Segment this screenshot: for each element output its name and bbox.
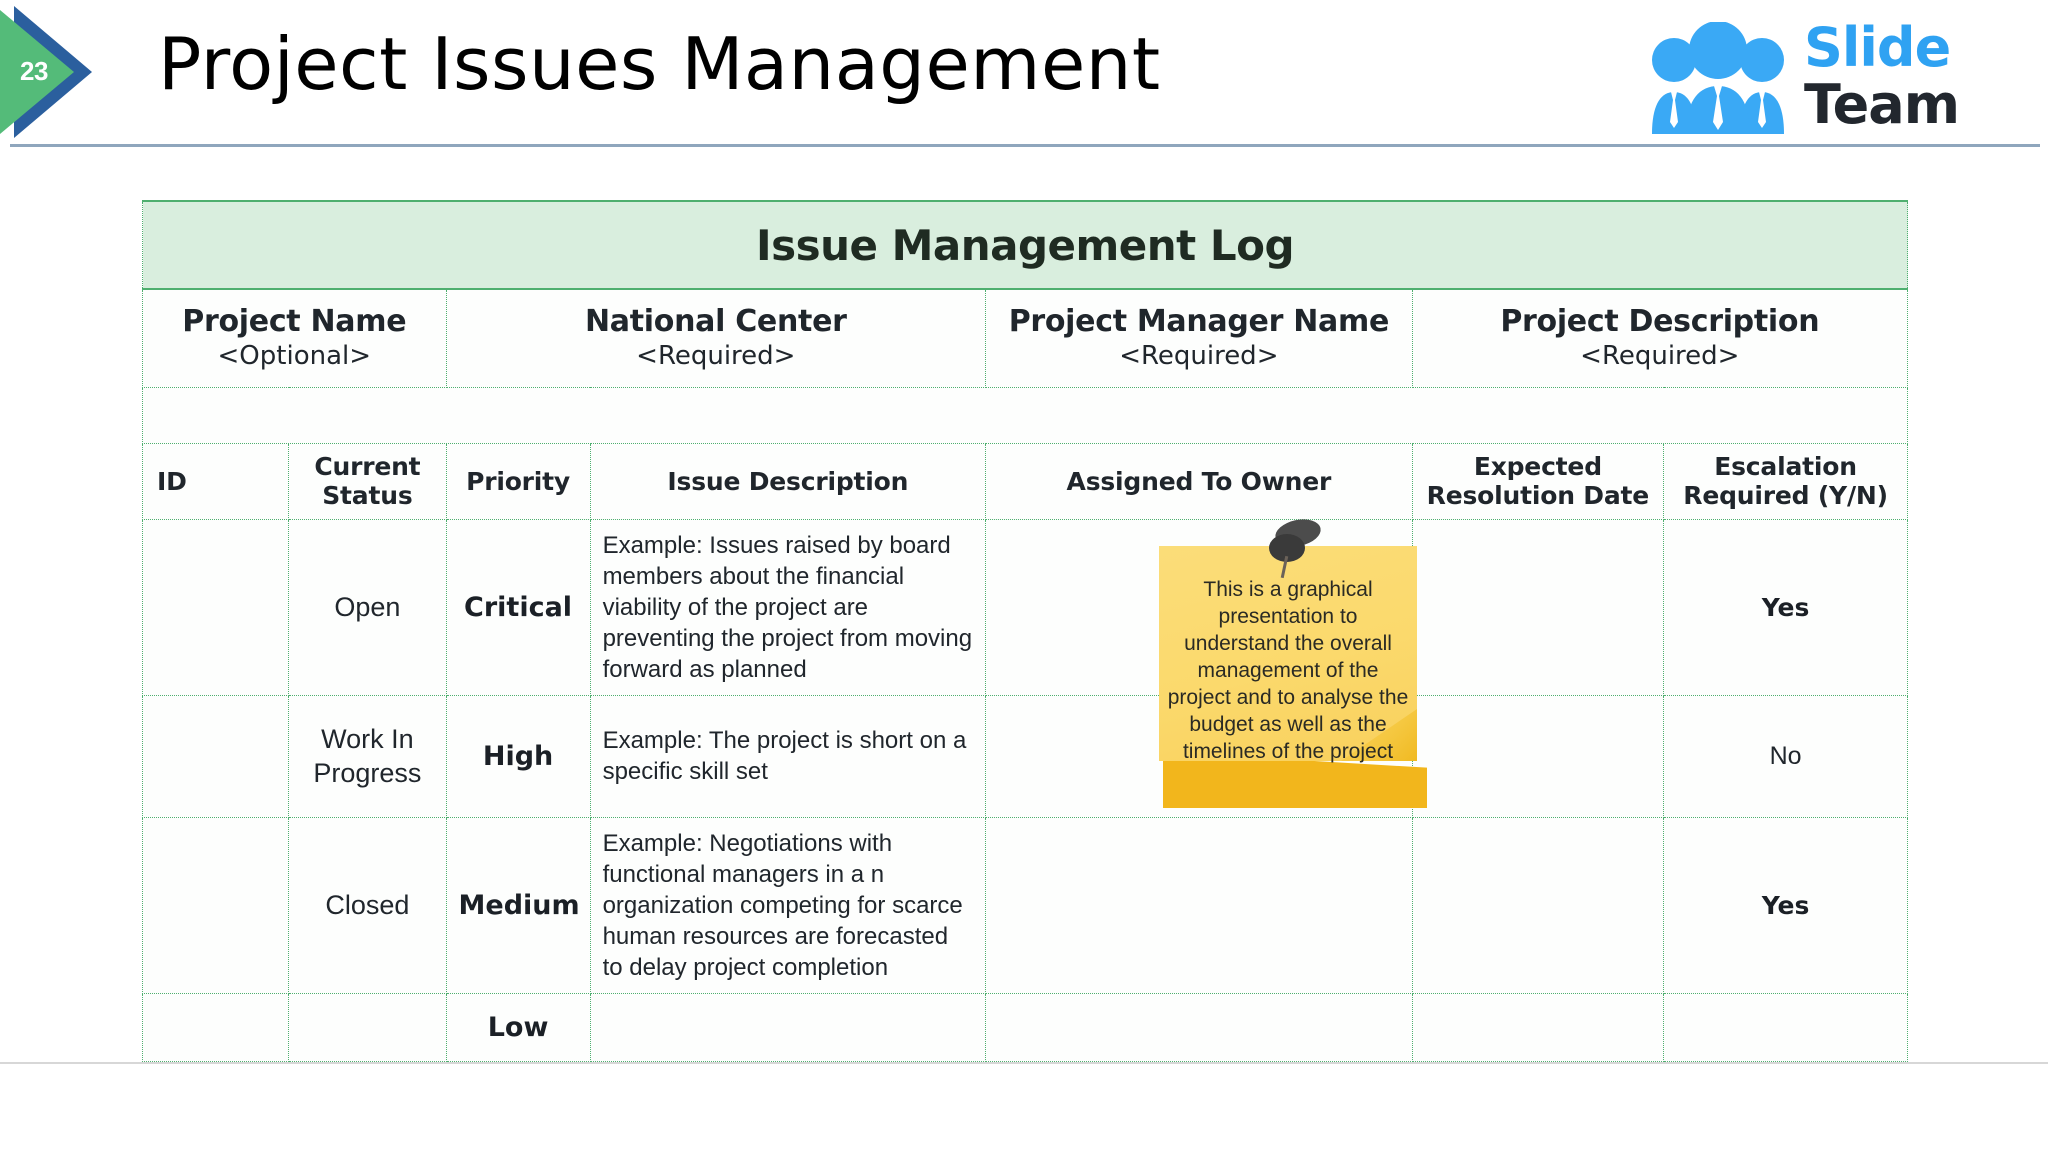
column-header-current-status: Current Status — [288, 442, 447, 520]
footer-divider — [0, 1062, 2048, 1064]
column-header-description-line1: Issue Description — [667, 466, 909, 496]
column-header-status-line1: Current — [314, 452, 421, 481]
row-0-status-line1: Open — [334, 592, 401, 622]
header-divider — [10, 144, 2040, 147]
table-row[interactable]: Closed Medium Example: Negotiations with… — [141, 816, 1908, 994]
row-1-description[interactable]: Example: The project is short on a speci… — [589, 694, 987, 818]
row-2-escalation-value: Yes — [1761, 890, 1810, 920]
row-2-description-text: Example: Negotiations with functional ma… — [602, 829, 963, 981]
meta-sub-2: <Required> — [1119, 341, 1279, 372]
slideteam-logo: Slide Team — [1638, 14, 2038, 136]
meta-national-center: National Center <Required> — [445, 288, 987, 388]
issue-management-log-table: Issue Management Log Project Name <Optio… — [141, 200, 1909, 1062]
project-meta-row: Project Name <Optional> National Center … — [142, 288, 1909, 388]
row-2-status[interactable]: Closed — [288, 816, 447, 994]
meta-project-manager-name: Project Manager Name <Required> — [985, 288, 1413, 388]
row-2-owner[interactable] — [985, 816, 1413, 994]
page-title: Project Issues Management — [158, 22, 1161, 106]
slide-number-badge: 23 — [0, 6, 120, 138]
row-3-description[interactable] — [589, 992, 987, 1062]
table-header-row: ID Current Status Priority Issue Descrip… — [141, 442, 1908, 520]
meta-title-2: Project Manager Name — [1008, 304, 1390, 340]
row-0-description[interactable]: Example: Issues raised by board members … — [589, 518, 987, 696]
column-header-date-line1: Expected — [1473, 452, 1602, 481]
row-0-id[interactable] — [141, 518, 290, 696]
column-header-id: ID — [141, 442, 290, 520]
row-1-priority-value: High — [482, 740, 554, 772]
row-1-status-line2: Progress — [313, 758, 422, 788]
meta-sub-3: <Required> — [1580, 341, 1740, 372]
row-1-owner[interactable] — [985, 694, 1413, 818]
meta-project-description: Project Description <Required> — [1411, 288, 1909, 388]
column-header-escalation-required: Escalation Required (Y/N) — [1663, 442, 1908, 520]
column-header-escalation-line1: Escalation — [1714, 452, 1857, 481]
meta-sub-0: <Optional> — [217, 341, 372, 372]
row-1-escalation[interactable]: No — [1663, 694, 1908, 818]
row-1-expected-date[interactable] — [1411, 694, 1665, 818]
row-0-priority[interactable]: Critical — [445, 518, 591, 696]
row-3-expected-date[interactable] — [1411, 992, 1665, 1062]
banner-cell: Issue Management Log — [142, 200, 1908, 290]
row-1-escalation-value: No — [1769, 741, 1802, 770]
meta-title-0: Project Name — [182, 304, 407, 340]
table-banner-row: Issue Management Log — [142, 200, 1908, 290]
row-1-status-line1: Work In — [321, 724, 414, 754]
table-spacer-row — [142, 386, 1908, 444]
slide-number: 23 — [20, 56, 48, 86]
row-3-id[interactable] — [141, 992, 290, 1062]
row-3-priority-value: Low — [487, 1011, 549, 1043]
column-header-status-line2: Status — [322, 481, 413, 510]
row-1-id[interactable] — [141, 694, 290, 818]
slide-header: 23 Project Issues Management Slide Team — [0, 0, 2048, 152]
row-1-priority[interactable]: High — [445, 694, 591, 818]
row-2-priority-value: Medium — [458, 889, 580, 921]
row-0-owner[interactable] — [985, 518, 1413, 696]
row-1-status[interactable]: Work In Progress — [288, 694, 447, 818]
column-header-id-line1: ID — [157, 466, 187, 496]
table-row[interactable]: Open Critical Example: Issues raised by … — [141, 518, 1908, 696]
row-3-status[interactable] — [288, 992, 447, 1062]
row-0-description-text: Example: Issues raised by board members … — [602, 531, 973, 683]
meta-title-3: Project Description — [1500, 304, 1820, 340]
row-0-priority-value: Critical — [464, 591, 573, 623]
row-2-priority[interactable]: Medium — [445, 816, 591, 994]
row-0-escalation-value: Yes — [1761, 592, 1810, 622]
logo-word-slide: Slide — [1804, 16, 1951, 79]
row-1-description-text: Example: The project is short on a speci… — [602, 727, 967, 785]
logo-word-team: Team — [1804, 73, 1960, 136]
row-0-escalation[interactable]: Yes — [1663, 518, 1908, 696]
column-header-issue-description: Issue Description — [589, 442, 987, 520]
row-2-escalation[interactable]: Yes — [1663, 816, 1908, 994]
row-2-expected-date[interactable] — [1411, 816, 1665, 994]
column-header-priority-line1: Priority — [466, 466, 571, 496]
logo-wordmark: Slide Team — [1804, 16, 1960, 136]
row-0-status[interactable]: Open — [288, 518, 447, 696]
row-2-description[interactable]: Example: Negotiations with functional ma… — [589, 816, 987, 994]
row-3-priority[interactable]: Low — [445, 992, 591, 1062]
badge-arrow-green-icon — [0, 10, 74, 134]
column-header-expected-resolution-date: Expected Resolution Date — [1411, 442, 1665, 520]
column-header-date-line2: Resolution Date — [1426, 481, 1650, 510]
spacer-cell — [142, 386, 1908, 444]
column-header-assigned-to-owner: Assigned To Owner — [985, 442, 1413, 520]
row-0-expected-date[interactable] — [1411, 518, 1665, 696]
column-header-owner-line1: Assigned To Owner — [1066, 466, 1332, 496]
table-row[interactable]: Low — [141, 992, 1908, 1062]
meta-title-1: National Center — [585, 304, 847, 340]
row-3-owner[interactable] — [985, 992, 1413, 1062]
table-row[interactable]: Work In Progress High Example: The proje… — [141, 694, 1908, 818]
column-header-priority: Priority — [445, 442, 591, 520]
meta-sub-1: <Required> — [636, 341, 796, 372]
banner-title: Issue Management Log — [755, 220, 1295, 270]
row-2-status-line1: Closed — [325, 890, 410, 920]
meta-project-name: Project Name <Optional> — [142, 288, 447, 388]
row-3-escalation[interactable] — [1663, 992, 1908, 1062]
row-2-id[interactable] — [141, 816, 290, 994]
column-header-escalation-line2: Required (Y/N) — [1683, 481, 1888, 510]
people-group-icon — [1652, 22, 1784, 134]
